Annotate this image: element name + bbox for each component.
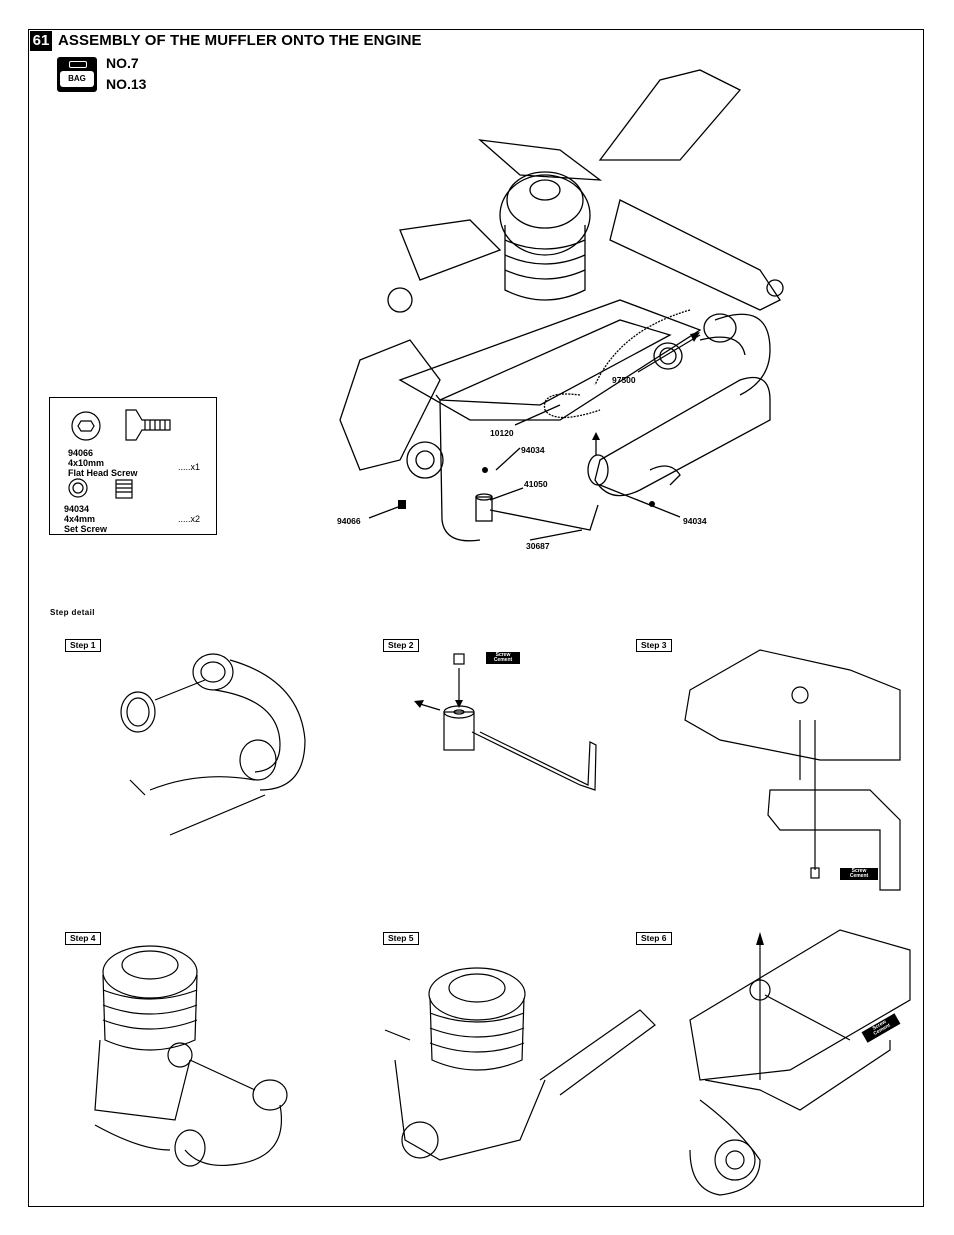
step-3-label: Step 3	[636, 639, 672, 652]
flat-head-screw-top-icon	[71, 411, 101, 441]
muffler-body	[594, 376, 771, 497]
page-title: ASSEMBLY OF THE MUFFLER ONTO THE ENGINE	[58, 32, 422, 49]
callout-94034-upper: 94034	[521, 445, 545, 455]
part-quantity: .....x2	[178, 514, 201, 524]
bag-icon: BAG	[57, 57, 97, 92]
step-number-badge: 61	[30, 31, 52, 51]
callout-94034-lower: 94034	[683, 516, 707, 526]
step-5-label: Step 5	[383, 932, 419, 945]
part-description: Flat Head Screw	[68, 468, 138, 478]
set-screw-top-icon	[68, 478, 88, 498]
rear-arm-top	[598, 69, 742, 161]
screw-cement-tag: Screw Cement	[486, 652, 520, 664]
callout-94066: 94066	[337, 516, 361, 526]
step-2-label: Step 2	[383, 639, 419, 652]
step3-illustration	[684, 649, 901, 891]
bag-label: BAG	[60, 71, 94, 87]
step-1-label: Step 1	[65, 639, 101, 652]
step2-illustration	[419, 653, 597, 791]
hex-wrench	[489, 504, 599, 531]
callout-10120: 10120	[490, 428, 514, 438]
spacer-part	[475, 496, 493, 522]
muffler-spring	[543, 309, 691, 419]
part-description: Set Screw	[64, 524, 108, 534]
bag-number-2: NO.13	[106, 76, 147, 92]
part-quantity: .....x1	[178, 462, 201, 472]
engine-head	[499, 174, 591, 256]
rear-arm-right	[609, 199, 781, 311]
parts-list: 94066 4x10mm Flat Head Screw .....x1 940…	[49, 397, 217, 535]
part-number: 94034	[64, 504, 90, 514]
part-number: 94066	[68, 448, 94, 458]
step-4-label: Step 4	[65, 932, 101, 945]
step-6-label: Step 6	[636, 932, 672, 945]
callout-41050: 41050	[524, 479, 548, 489]
screw-cement-tag: Screw Cement	[840, 868, 878, 880]
callout-30687: 30687	[526, 541, 550, 551]
flat-head-screw-side-icon	[125, 409, 171, 441]
page-frame	[28, 29, 924, 1207]
part-size: 4x4mm	[64, 514, 96, 524]
step1-illustration	[120, 653, 306, 836]
step-detail-heading: Step detail	[50, 608, 95, 617]
front-hub	[339, 339, 441, 471]
step5-illustration	[384, 967, 656, 1161]
exhaust-pipe	[714, 313, 771, 396]
part-size: 4x10mm	[68, 458, 105, 468]
pipe-coupler	[653, 342, 683, 370]
step4-illustration	[94, 945, 288, 1167]
bag-number-1: NO.7	[106, 55, 139, 71]
step6-illustration	[689, 929, 911, 1196]
callout-97500: 97500	[612, 375, 636, 385]
chassis-plate	[398, 299, 702, 421]
set-screw-side-icon	[115, 479, 133, 499]
